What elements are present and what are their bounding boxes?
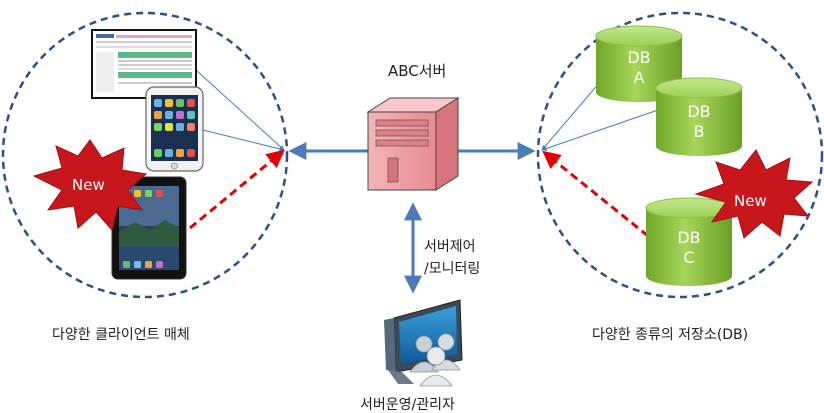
database-a-label: DB A [609,48,669,88]
new-burst-clients-shape [32,139,148,232]
db-b-link-line [541,109,659,151]
storage-label: 다양한 종류의 저장소(DB) [592,327,749,343]
db-a-link-line [541,81,601,151]
server-tower-icon [366,97,460,191]
storage-group-circle [536,11,824,299]
control-label-line2: /모니터링 [424,261,481,277]
database-b-icon [655,77,743,156]
laptop-link-line [195,69,285,151]
admin-label: 서버운영/관리자 [360,397,455,413]
new-burst-storage-shape [694,149,814,239]
database-a-label-line1: DB [627,48,651,67]
client-group-circle [1,11,289,299]
phone-link-line [202,129,285,152]
database-c-label: DB C [659,228,719,268]
db-c-new-link-line [542,150,649,238]
control-label-line1: 서버제어 [424,239,476,255]
admin-monitor-users-icon [384,299,463,387]
database-a-label-line2: A [633,68,645,87]
clients-label: 다양한 클라이언트 매체 [52,327,190,343]
database-b-label-line2: B [693,122,705,141]
database-c-label-line1: DB [677,228,701,247]
smartphone-icon [145,86,204,172]
tablet-new-link-line [189,149,285,230]
database-b-label: DB B [669,102,729,142]
server-label: ABC서버 [388,62,447,80]
database-b-label-line1: DB [687,102,711,121]
new-badge-clients: New [72,176,105,194]
new-badge-storage: New [734,192,767,210]
database-c-label-line2: C [683,248,695,267]
